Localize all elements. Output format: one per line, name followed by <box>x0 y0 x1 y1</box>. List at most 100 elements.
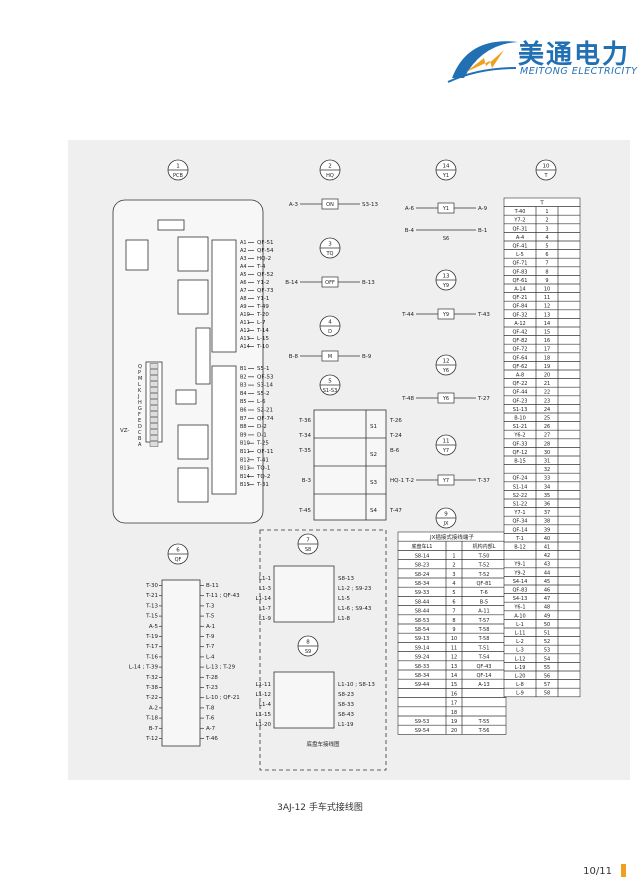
pcb-pin-cell <box>149 411 159 417</box>
t-cell-label: Y7-2 <box>513 218 525 224</box>
qf-right-label: T-46 <box>205 736 218 742</box>
t-cell-label: B-15 <box>514 459 526 465</box>
qf-left-label: T-38 <box>145 685 158 691</box>
pcb-label-a: T-20 <box>256 312 269 318</box>
pcb-pin-cell <box>149 423 159 429</box>
jx-cell: 9 <box>452 627 455 633</box>
t-cell-number: 21 <box>544 381 550 387</box>
qf-left-label: T-17 <box>145 644 158 650</box>
qf-left-label: A-5 <box>149 624 159 630</box>
jx-cell: T-55 <box>478 719 490 725</box>
chassis-caption: 底盘车接线图 <box>306 740 340 748</box>
pcb-pin-a: A5 <box>240 272 247 278</box>
badge-number-11: 11 <box>443 439 450 445</box>
t-cell-number: 31 <box>544 459 550 465</box>
pcb-left-pin: A <box>138 442 142 448</box>
pcb-pin-cell <box>149 405 159 411</box>
t-cell-number: 14 <box>544 321 550 327</box>
t-cell-label: L-19 <box>515 665 526 671</box>
jx-cell: 6 <box>452 599 455 605</box>
pcb-label-a: Y1-2 <box>256 280 269 286</box>
t-cell-label: S1-13 <box>513 407 528 413</box>
t-cell-label: QF-83 <box>513 588 528 594</box>
pcb-pin-b: B5 <box>240 399 247 405</box>
jx-cell: S8-44 <box>415 609 430 615</box>
badge-code-14: Y1 <box>442 173 449 179</box>
pcb-pin-a: A10 <box>240 312 250 318</box>
pcb-pin-a: A6 <box>240 280 247 286</box>
badge-number-3: 3 <box>328 242 332 248</box>
t-cell-number: 4 <box>545 235 548 241</box>
t-cell-label: QF-61 <box>513 278 528 284</box>
jx-cell: 16 <box>451 691 457 697</box>
pcb-label-b: QF-11 <box>257 449 273 455</box>
tq-right-label: B-13 <box>362 280 375 286</box>
pcb-pin-b: B12 <box>240 457 250 463</box>
badge-code-1: PCB <box>173 173 184 179</box>
jx-cell: S8-54 <box>415 627 430 633</box>
qf-left-label: B-7 <box>149 726 159 732</box>
pcb-label-a: L-7 <box>257 320 266 326</box>
t-table-header: T <box>539 201 544 207</box>
pcb-pin-cell <box>149 429 159 435</box>
pcb-pin-cell <box>149 393 159 399</box>
page-accent-bar <box>621 864 626 877</box>
t-cell-label: L-11 <box>515 631 526 637</box>
t-cell-number: 48 <box>544 605 550 611</box>
t-cell-number: 45 <box>544 579 550 585</box>
badge-code-3: TQ <box>326 251 334 257</box>
t-cell-label: A-4 <box>516 235 524 241</box>
jx-cell: 1 <box>452 553 455 559</box>
badge-code-10: T <box>543 173 548 179</box>
t-cell-label: Y7-1 <box>513 510 525 516</box>
t-cell-label: QF-64 <box>513 355 528 361</box>
t-cell-number: 35 <box>544 493 550 499</box>
s9-right-label: S8-23 <box>338 692 354 698</box>
t-cell-label: A-8 <box>516 373 524 379</box>
qf-right-label: T-28 <box>205 675 218 681</box>
s9-left-label: L1-4 <box>259 702 272 708</box>
t-cell-number: 57 <box>544 682 550 688</box>
t-cell-number: 12 <box>544 304 550 310</box>
badge-number-5: 5 <box>328 379 332 385</box>
t-cell-label: S2-22 <box>513 493 528 499</box>
s8-right-label: L1-6 ; S9-43 <box>338 606 372 612</box>
t-cell-number: 49 <box>544 613 550 619</box>
jx-cell: S9-24 <box>415 655 430 661</box>
t-cell-label: L-8 <box>516 682 524 688</box>
t-cell-number: 19 <box>544 364 550 370</box>
t-cell-label: B-10 <box>514 416 526 422</box>
s1s3-left-label: T-45 <box>298 508 311 514</box>
pcb-left-pin: C <box>138 430 142 436</box>
t-cell-label: S1-21 <box>513 424 528 430</box>
t-cell-label: QF-33 <box>513 441 528 447</box>
t-cell-number: 28 <box>544 441 550 447</box>
s9-right-label: L1-10 ; S8-13 <box>338 682 375 688</box>
pcb-label-b: TQ-2 <box>256 474 270 480</box>
pcb-pin-a: A12 <box>240 328 250 334</box>
pcb-pin-cell <box>149 441 159 447</box>
pcb-label-a: L-15 <box>257 336 269 342</box>
qf-right-label: L-10 ; QF-21 <box>206 695 240 701</box>
t-cell-number: 9 <box>545 278 548 284</box>
badge-code-8: S9 <box>305 649 311 655</box>
s9-left-label: L1-15 <box>255 712 271 718</box>
brand-name-cn: 美通电力 <box>518 40 631 70</box>
pcb-left-pin: H <box>138 400 142 406</box>
pcb-pin-cell <box>149 399 159 405</box>
s8-left-label: L1-7 <box>259 606 272 612</box>
s1s3-switch-label: S3 <box>370 480 377 486</box>
pcb-pin-b: B7 <box>240 416 247 422</box>
t-cell-label: QF-62 <box>513 364 528 370</box>
t-cell-number: 17 <box>544 347 550 353</box>
pcb-label-b: L-6 <box>257 399 266 405</box>
t-cell-number: 38 <box>544 519 550 525</box>
s8-right-label: S8-13 <box>338 576 354 582</box>
pcb-pin-b: B14 <box>240 474 250 480</box>
pcb-left-pin: E <box>138 418 141 424</box>
y1-top-left-label: A-6 <box>405 206 415 212</box>
pcb-pin-a: A4 <box>240 264 247 270</box>
t-cell-number: 6 <box>545 252 548 258</box>
badge-number-12: 12 <box>443 359 450 365</box>
